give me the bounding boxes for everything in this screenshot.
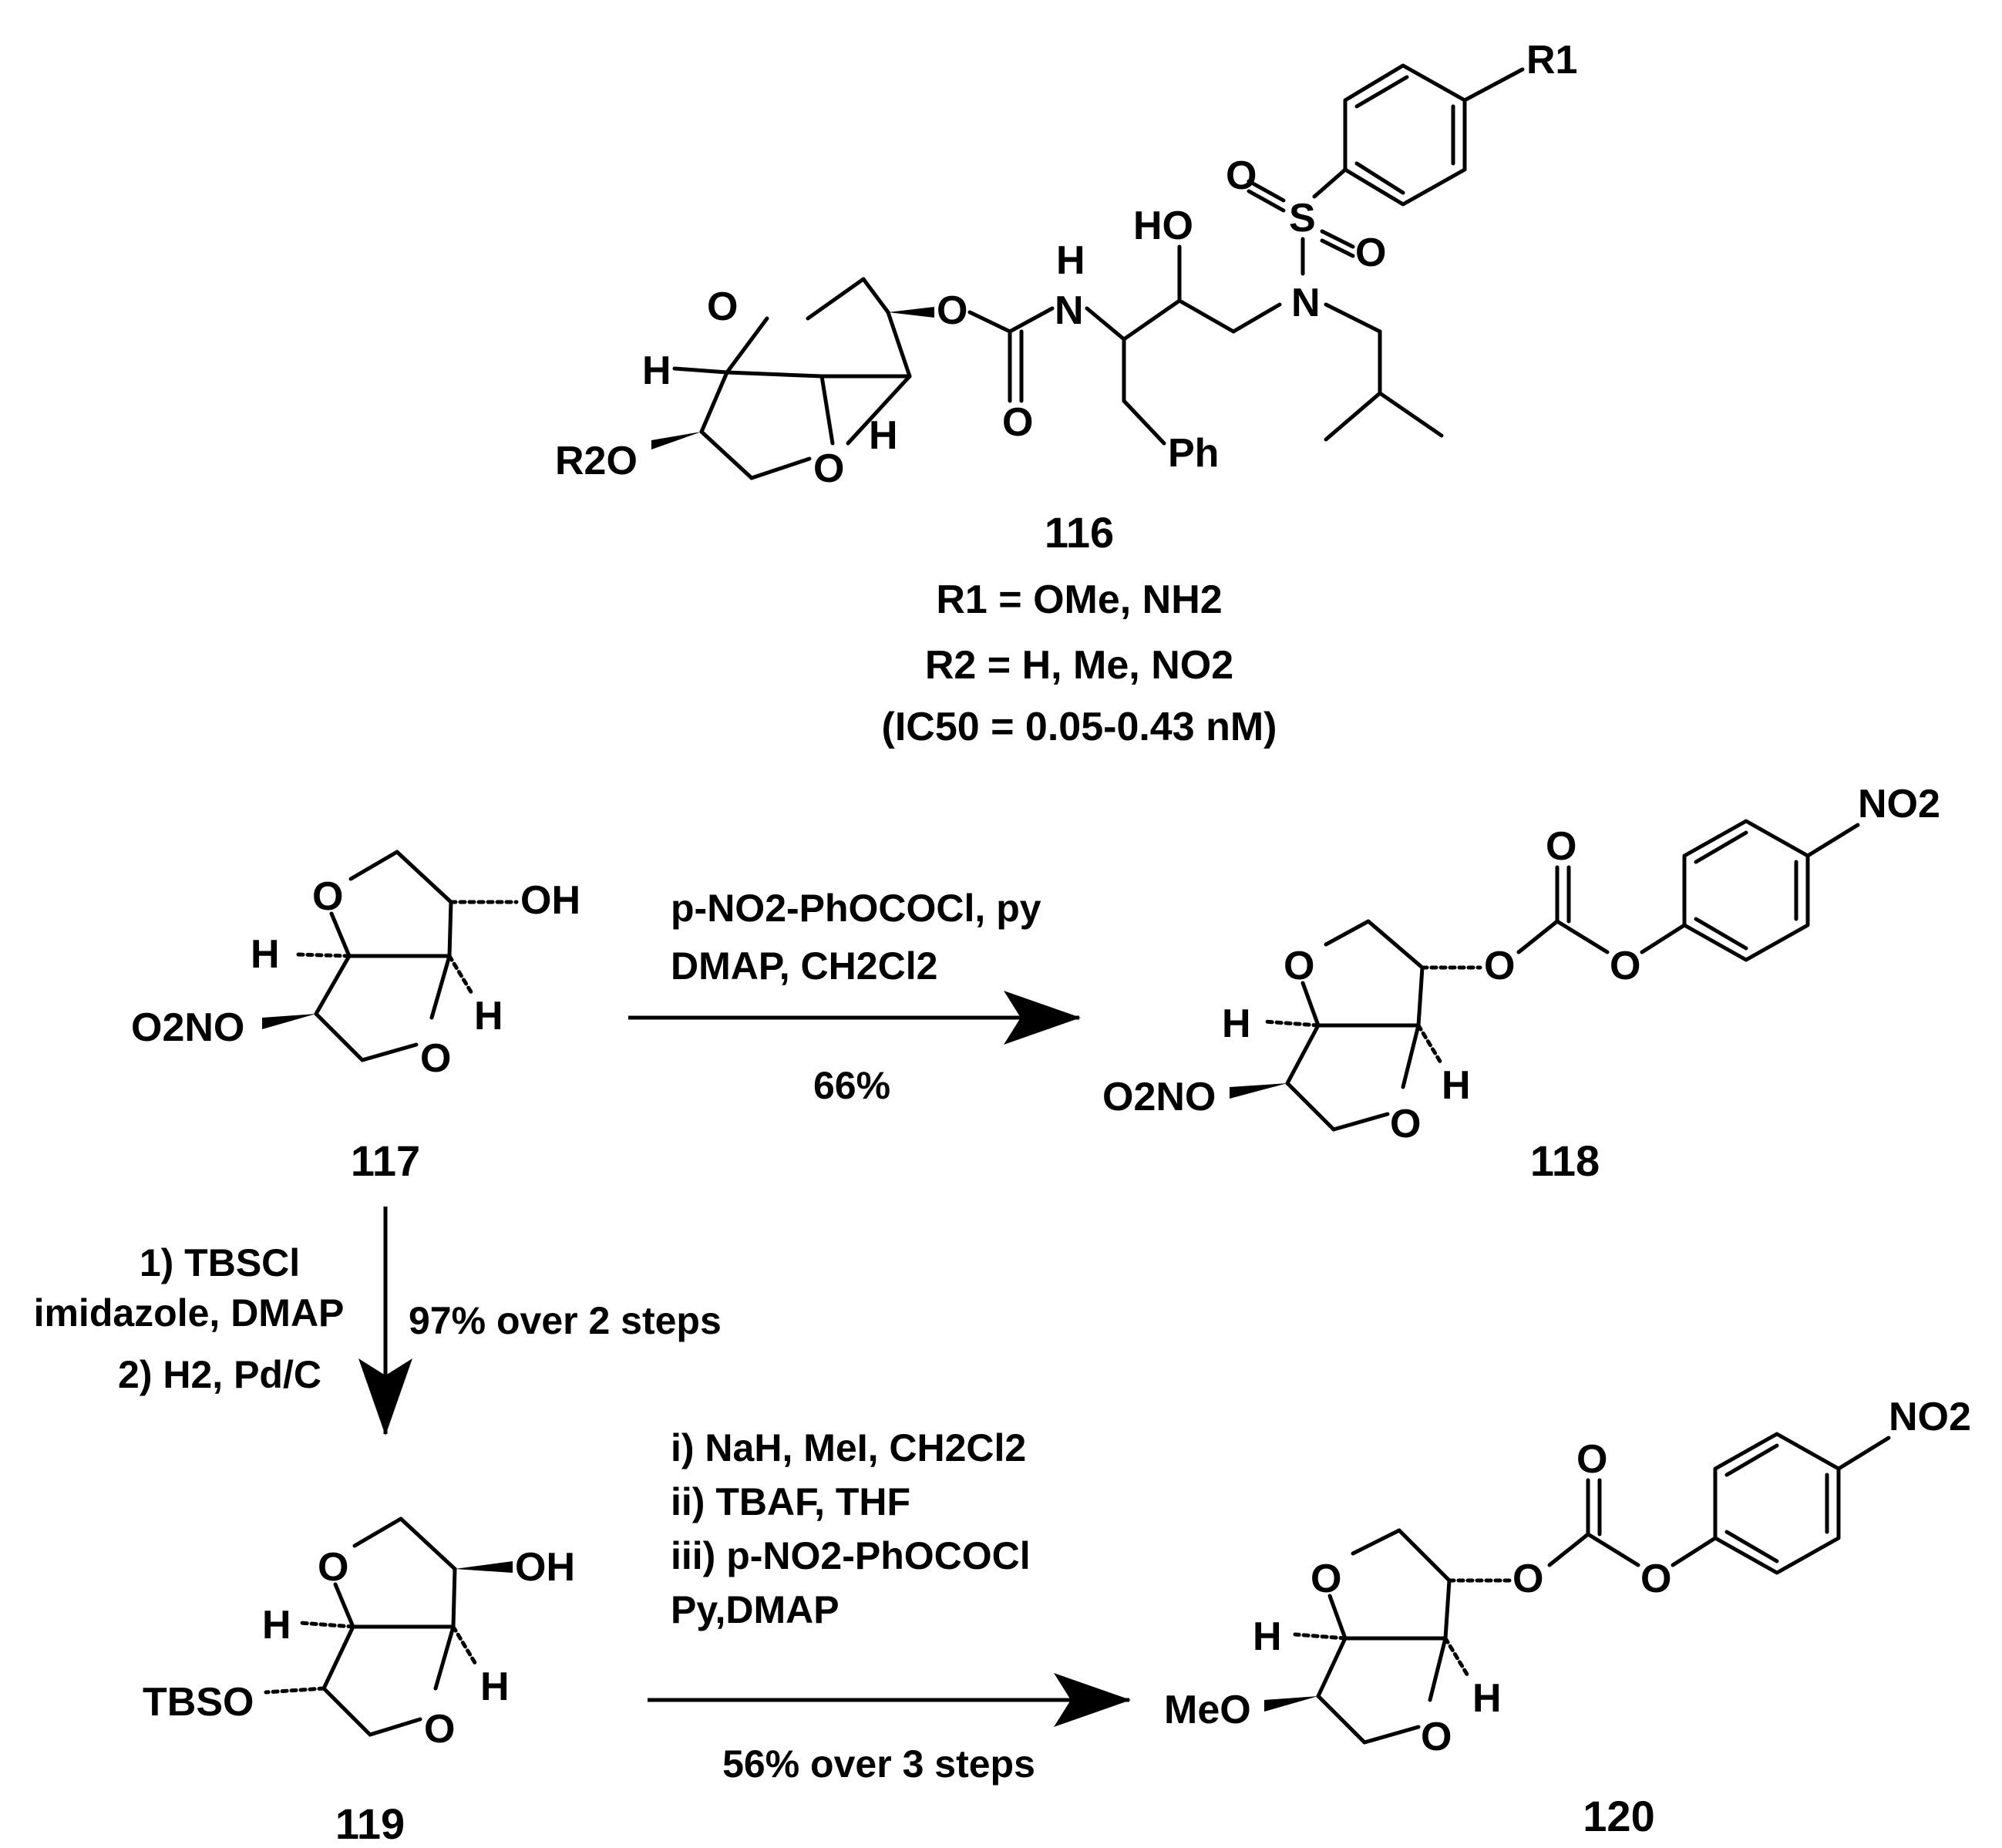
step-1-line-1: 1) TBSCl (140, 1241, 300, 1284)
atom-o-bottom: O (1421, 1715, 1452, 1759)
atom-nh-n: N (1055, 288, 1084, 333)
atom-no2: NO2 (1858, 782, 1940, 826)
reaction-117-to-118: p-NO2-PhOCOCl, py DMAP, CH2Cl2 66% (628, 887, 1081, 1107)
reagents-line-1: p-NO2-PhOCOCl, py (671, 887, 1041, 930)
atom-o-top: O (1311, 1557, 1341, 1601)
compound-number: 116 (1045, 508, 1114, 557)
atom-ho: HO (1133, 204, 1193, 248)
atom-meo: MeO (1164, 1688, 1251, 1732)
reaction-yield: 66% (813, 1064, 890, 1107)
atom-oh: OH (520, 878, 580, 923)
reaction-119-to-120: i) NaH, MeI, CH2Cl2 ii) TBAF, THF iii) p… (648, 1426, 1131, 1786)
atom-h-left: H (642, 348, 671, 393)
r2-substituents: R2 = H, Me, NO2 (925, 643, 1233, 688)
atom-o-aryl: O (1640, 1557, 1671, 1601)
atom-so2-o1: O (1226, 153, 1257, 198)
atom-tbso: TBSO (143, 1680, 254, 1725)
atom-o-ester: O (1512, 1557, 1543, 1601)
atom-h-left: H (251, 932, 280, 977)
atom-carbonyl-o: O (1002, 400, 1033, 445)
atom-o-bottom: O (420, 1036, 451, 1081)
atom-o-top: O (1284, 944, 1314, 988)
atom-nh-h: H (1056, 238, 1085, 283)
atom-h-right: H (1472, 1676, 1502, 1721)
reaction-yield: 56% over 3 steps (722, 1742, 1035, 1786)
atom-o2no: O2NO (131, 1005, 244, 1050)
compound-118: O H H O O2NO O O O NO2 118 (1102, 782, 1940, 1185)
atom-o2no: O2NO (1102, 1075, 1216, 1119)
atom-o-top: O (318, 1545, 348, 1590)
atom-o-bottom: O (1390, 1102, 1421, 1146)
atom-o-bottom: O (424, 1707, 455, 1752)
compound-120: O H H O MeO O O O NO2 120 (1164, 1395, 1971, 1840)
atom-o-top: O (312, 874, 343, 919)
conditions-line-1: i) NaH, MeI, CH2Cl2 (671, 1426, 1026, 1469)
compound-number: 118 (1530, 1136, 1600, 1185)
atom-o-aryl: O (1610, 944, 1640, 988)
compound-117: O OH H H O O2NO 117 (131, 850, 580, 1185)
atom-o-ring-bottom: O (813, 446, 844, 491)
atom-r2o: R2O (555, 439, 638, 483)
conditions-line-2: ii) TBAF, THF (671, 1480, 910, 1523)
atom-o-ester: O (937, 288, 967, 333)
atom-o-ring-top: O (707, 284, 738, 329)
atom-h-right: H (869, 413, 898, 458)
atom-h-left: H (1222, 1001, 1251, 1046)
atom-sulfonamide-n: N (1291, 281, 1321, 325)
atom-no2: NO2 (1889, 1395, 1971, 1439)
r1-substituents: R1 = OMe, NH2 (936, 577, 1222, 622)
atom-h-left: H (1253, 1614, 1282, 1659)
conditions-line-4: Py,DMAP (671, 1588, 839, 1631)
atom-carbonyl-o: O (1546, 824, 1576, 869)
atom-carbonyl-o: O (1576, 1437, 1607, 1482)
atom-so2-o2: O (1355, 231, 1386, 275)
reaction-117-to-119: 1) TBSCl imidazole, DMAP 2) H2, Pd/C 97%… (34, 1207, 722, 1436)
ic50-range: (IC50 = 0.05-0.43 nM) (882, 705, 1277, 749)
atom-o-ester: O (1484, 944, 1515, 988)
atom-h-right: H (480, 1665, 510, 1709)
atom-oh: OH (515, 1545, 575, 1590)
compound-number: 120 (1583, 1792, 1654, 1840)
atom-ph: Ph (1168, 431, 1219, 476)
atom-h-left: H (262, 1603, 291, 1648)
compound-number: 117 (351, 1136, 420, 1185)
compound-116: O H H O R2O O O H N HO S O O N Ph R1 116… (555, 38, 1577, 749)
compound-119: O OH H H O TBSO 119 (143, 1516, 575, 1848)
reaction-yield: 97% over 2 steps (409, 1299, 722, 1342)
conditions-line-3: iii) p-NO2-PhOCOCl (671, 1534, 1031, 1577)
compound-number: 119 (335, 1799, 405, 1848)
atom-r1: R1 (1526, 38, 1577, 82)
reagents-line-2: DMAP, CH2Cl2 (671, 944, 937, 988)
step-2: 2) H2, Pd/C (118, 1353, 321, 1396)
step-1-line-2: imidazole, DMAP (34, 1291, 345, 1335)
atom-h-right: H (474, 994, 503, 1038)
atom-h-right: H (1442, 1063, 1471, 1108)
atom-s: S (1289, 196, 1316, 241)
